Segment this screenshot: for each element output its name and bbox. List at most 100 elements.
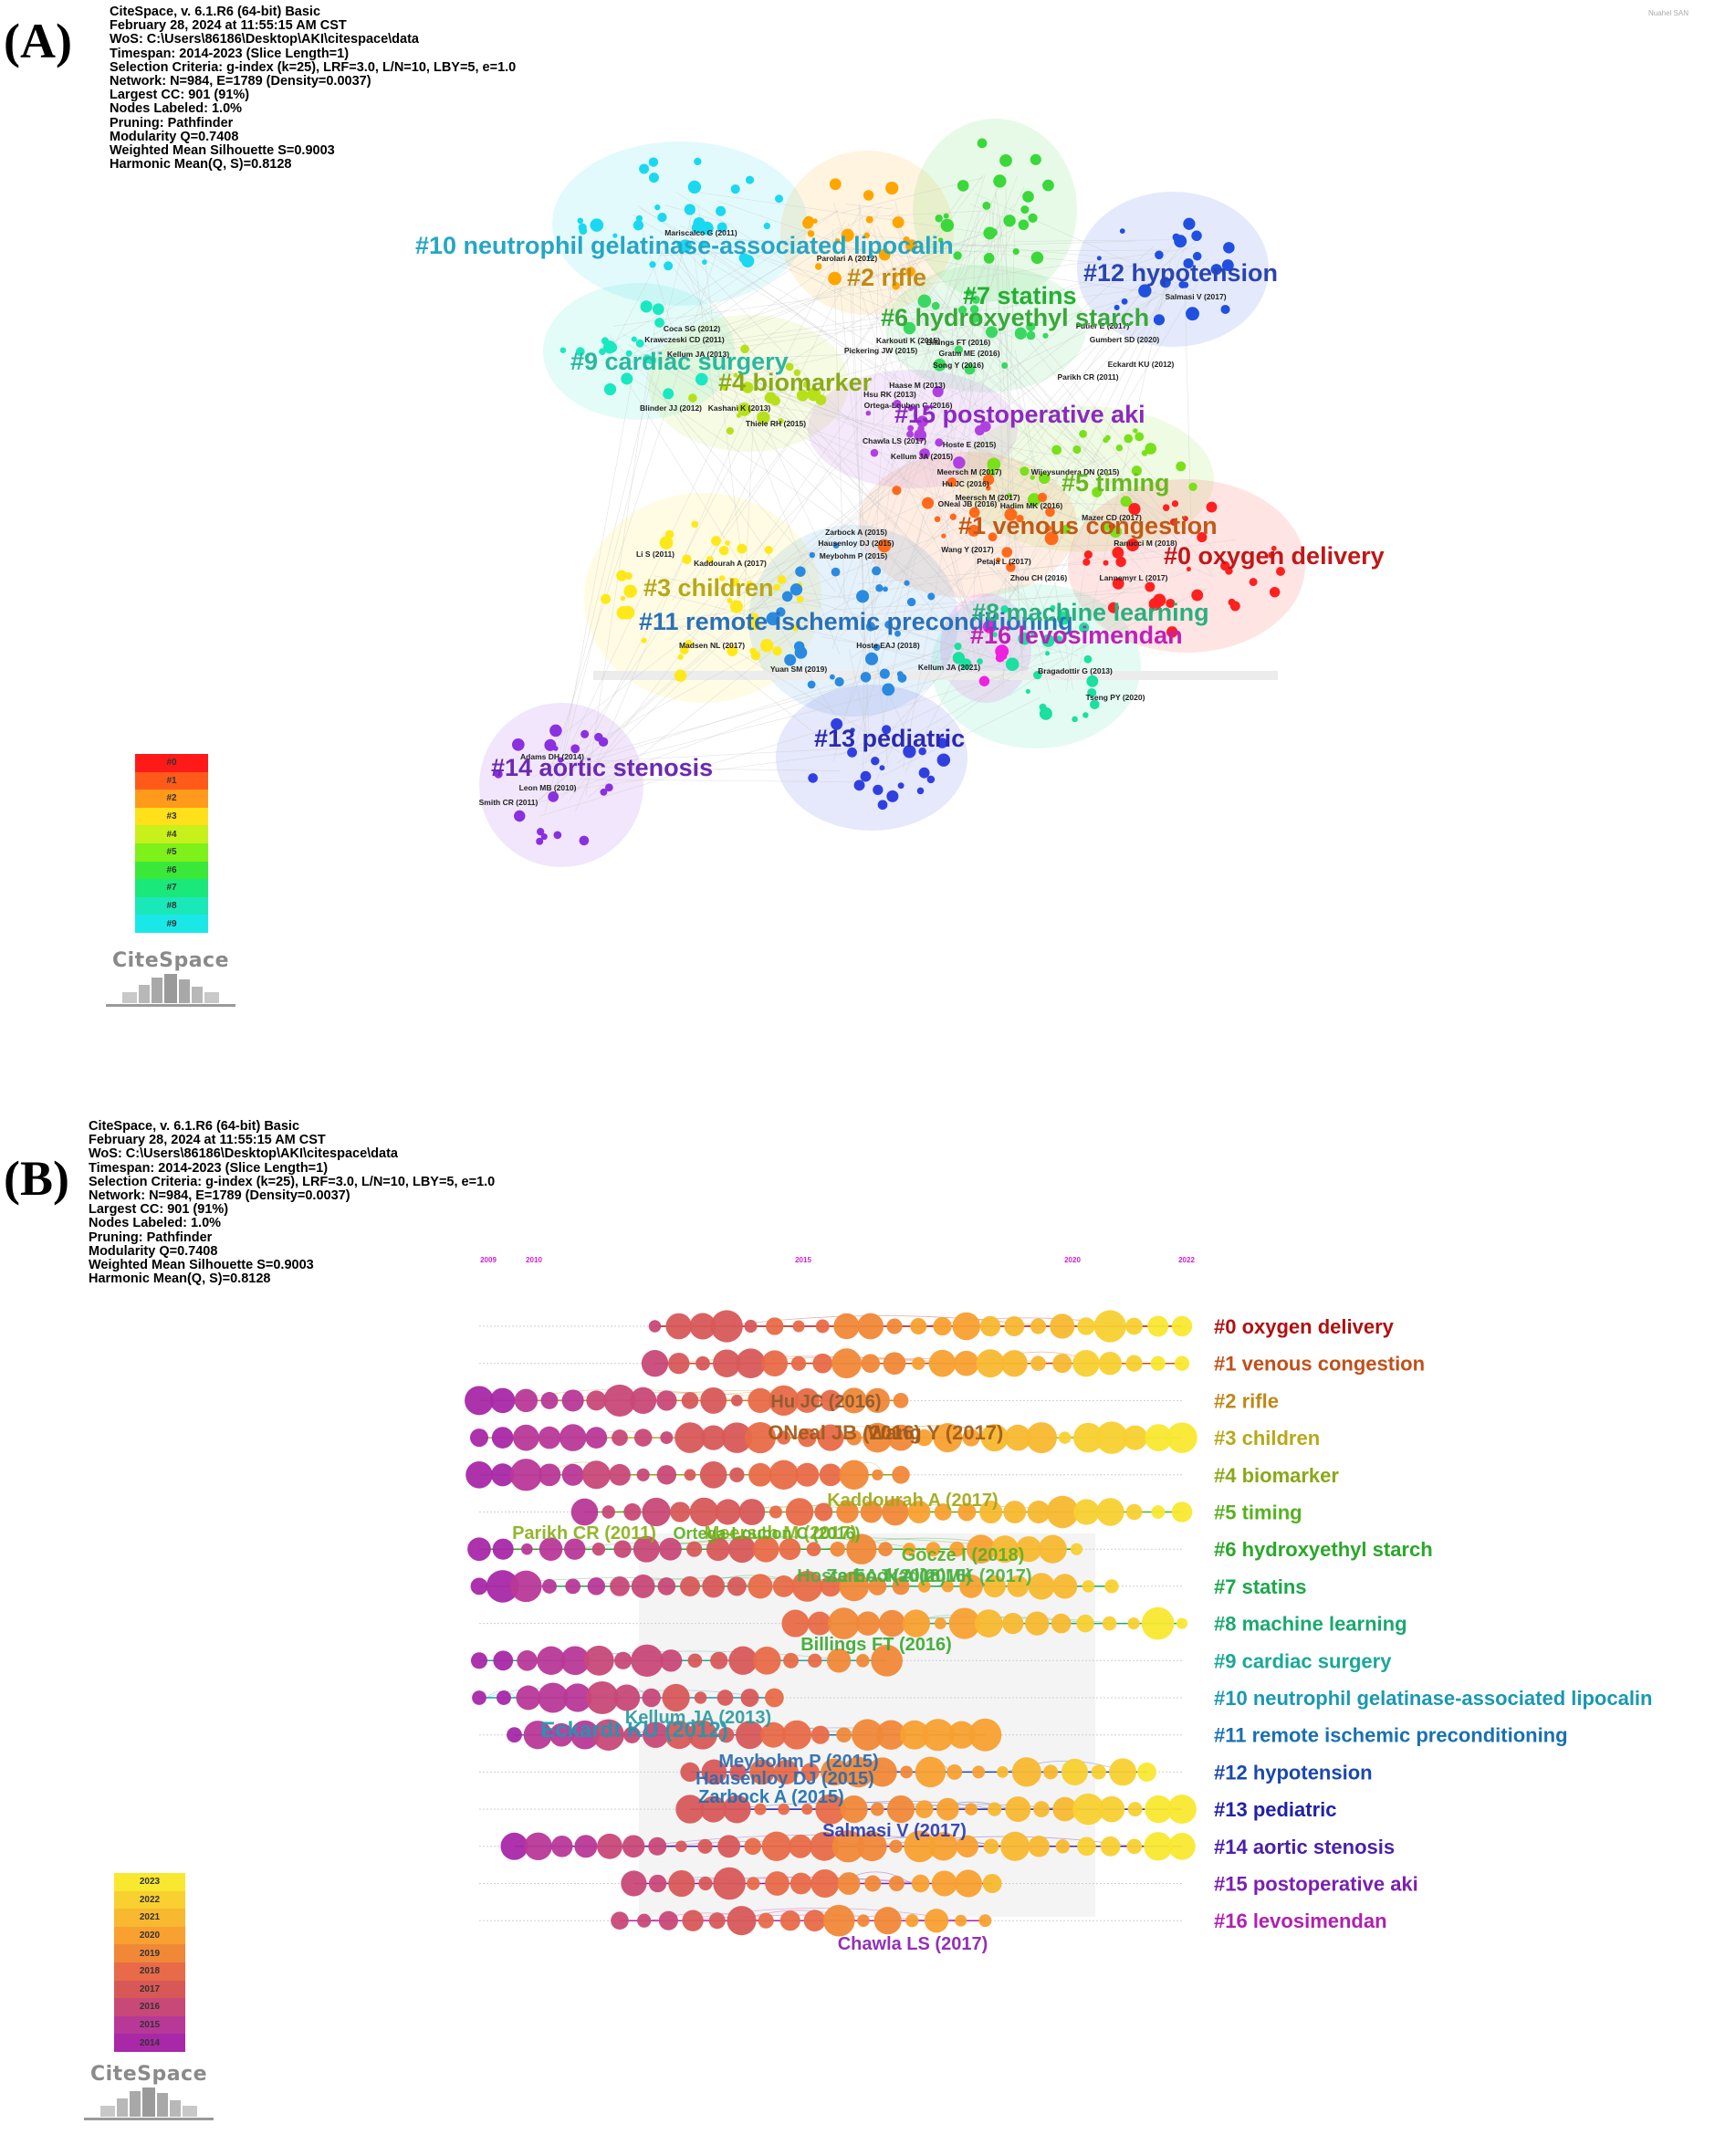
timeline-node bbox=[686, 1541, 703, 1557]
network-edge bbox=[690, 236, 1051, 497]
network-node bbox=[725, 540, 730, 546]
info-line: Network: N=984, E=1789 (Density=0.0037) bbox=[110, 74, 371, 89]
network-edge bbox=[767, 393, 999, 631]
network-edge bbox=[612, 247, 1196, 327]
network-edge bbox=[539, 657, 1063, 817]
network-node bbox=[1115, 556, 1126, 568]
network-node bbox=[1000, 605, 1009, 613]
timeline-node-label: Meybohm P (2015) bbox=[718, 1752, 878, 1772]
timeline-node bbox=[769, 1505, 782, 1519]
network-node bbox=[897, 673, 907, 683]
network-node bbox=[860, 672, 872, 683]
timeline-node bbox=[789, 1834, 812, 1858]
timeline-node bbox=[1123, 1425, 1148, 1450]
timeline-node bbox=[819, 1463, 842, 1487]
timeline-node bbox=[748, 1387, 773, 1414]
timeline-node bbox=[681, 1392, 699, 1409]
network-node bbox=[793, 369, 800, 376]
network-node bbox=[933, 358, 946, 371]
network-node bbox=[834, 676, 844, 687]
network-node bbox=[906, 597, 916, 607]
timeline-node bbox=[538, 1463, 561, 1487]
network-node bbox=[640, 300, 653, 313]
timeline-node bbox=[561, 1463, 584, 1486]
network-node bbox=[850, 727, 855, 733]
timeline-node bbox=[591, 1542, 606, 1556]
network-node bbox=[882, 725, 892, 735]
timeline-node bbox=[542, 1578, 557, 1594]
timeline-node bbox=[904, 1830, 936, 1863]
timeline-node-label: Parikh CR (2011) bbox=[512, 1523, 656, 1543]
legend-item: #8 bbox=[135, 896, 208, 916]
network-edge bbox=[656, 277, 1153, 351]
network-node bbox=[790, 583, 803, 596]
network-node bbox=[677, 654, 684, 660]
timeline-node-label: Kellum JA (2013) bbox=[625, 1708, 771, 1728]
network-edge bbox=[896, 574, 1146, 764]
timeline-node bbox=[637, 1913, 652, 1928]
timeline-node bbox=[822, 1904, 855, 1937]
timeline-node bbox=[574, 1835, 598, 1858]
network-edge bbox=[849, 256, 870, 744]
timeline-node bbox=[721, 1422, 753, 1453]
timeline-cluster-label: #13 pediatric bbox=[1214, 1798, 1337, 1821]
timeline-node bbox=[1005, 1796, 1031, 1823]
panel-a-cluster-legend: #0#1#2#3#4#5#6#7#8#9 bbox=[135, 754, 208, 933]
network-node bbox=[1020, 466, 1030, 476]
legend-item: 2022 bbox=[114, 1890, 185, 1910]
network-node bbox=[986, 326, 999, 339]
network-node bbox=[1079, 623, 1090, 633]
network-node bbox=[1191, 230, 1202, 242]
network-node bbox=[1119, 228, 1125, 235]
legend-item: 2023 bbox=[114, 1873, 185, 1891]
timeline-node bbox=[614, 1651, 633, 1669]
timeline-cluster-label: #16 levosimendan bbox=[1214, 1910, 1387, 1932]
node-label: Kashani K (2013) bbox=[708, 403, 771, 413]
network-node bbox=[907, 404, 915, 412]
network-node bbox=[536, 837, 544, 845]
node-label: Gratm ME (2016) bbox=[938, 349, 999, 358]
network-edge bbox=[741, 252, 873, 360]
network-node bbox=[1086, 675, 1099, 687]
timeline-node bbox=[540, 1391, 559, 1409]
network-edge bbox=[623, 371, 1027, 651]
legend-item: #5 bbox=[135, 842, 208, 862]
network-edge bbox=[1014, 350, 1073, 690]
timeline-node bbox=[831, 1348, 862, 1379]
timeline-node bbox=[699, 1460, 727, 1489]
network-edge bbox=[859, 203, 865, 743]
timeline-node bbox=[785, 1498, 814, 1526]
network-edge bbox=[876, 452, 1119, 614]
network-node bbox=[698, 240, 707, 248]
network-node bbox=[1007, 493, 1013, 499]
network-node bbox=[829, 178, 842, 191]
timeline-node bbox=[700, 1795, 727, 1823]
timeline-node bbox=[982, 1874, 1002, 1893]
network-node bbox=[1191, 589, 1204, 602]
timeline-node bbox=[675, 1794, 705, 1824]
logo-skyline-icon bbox=[106, 974, 235, 1007]
timeline-node bbox=[864, 1387, 890, 1414]
info-line: Modularity Q=0.7408 bbox=[110, 129, 239, 144]
network-edge bbox=[529, 635, 978, 807]
network-node bbox=[1038, 472, 1051, 485]
network-edge bbox=[660, 225, 1005, 364]
panel-b-citespace-logo: CiteSpace bbox=[80, 2063, 217, 2127]
network-node bbox=[931, 301, 940, 310]
timeline-node bbox=[889, 1839, 903, 1854]
network-node bbox=[1186, 307, 1199, 321]
node-label: Bragadottir G (2013) bbox=[1038, 666, 1113, 675]
legend-item: 2015 bbox=[114, 2015, 185, 2035]
network-node bbox=[553, 831, 562, 840]
timeline-node bbox=[933, 1423, 963, 1453]
network-node bbox=[559, 347, 567, 353]
logo-text: CiteSpace bbox=[89, 2063, 208, 2086]
network-node bbox=[1166, 626, 1178, 638]
network-node bbox=[1020, 205, 1030, 214]
timeline-cluster-label: #15 postoperative aki bbox=[1214, 1873, 1418, 1896]
cluster-label: #15 postoperative aki bbox=[894, 401, 1145, 428]
timeline-node bbox=[966, 1534, 996, 1564]
network-edge bbox=[911, 211, 979, 422]
timeline-node bbox=[1168, 1833, 1196, 1860]
